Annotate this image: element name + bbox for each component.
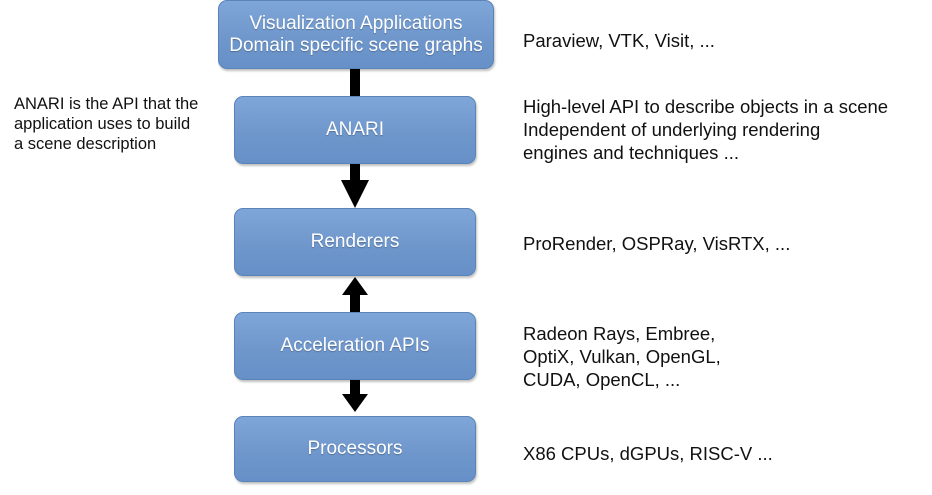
box-visualization-applications: Visualization Applications Domain specif… [218, 0, 494, 69]
description-line: Paraview, VTK, Visit, ... [523, 30, 715, 51]
arrow-anari-renderers-shaft [350, 164, 360, 180]
arrow-anari-renderers-head [341, 180, 369, 208]
description-processors: X86 CPUs, dGPUs, RISC-V ... [523, 442, 773, 465]
arrow-accel-renderers-shaft [350, 295, 360, 312]
box-anari: ANARI [234, 96, 476, 164]
note-line: ANARI is the API that the [14, 95, 199, 113]
box-label: Processors [307, 438, 403, 459]
note-line: a scene description [14, 135, 157, 153]
arrow-accel-renderers-head [342, 277, 368, 295]
description-line: engines and techniques ... [523, 142, 739, 163]
description-line: High-level API to describe objects in a … [523, 96, 889, 117]
arrow-accel-processors-head [342, 394, 368, 412]
anari-note: ANARI is the API that the application us… [14, 94, 198, 154]
description-visualization-applications: Paraview, VTK, Visit, ... [523, 29, 715, 52]
box-label: ANARI [325, 119, 385, 140]
box-renderers: Renderers [234, 208, 476, 276]
box-label: Renderers [310, 231, 400, 252]
arrow-accel-processors-shaft [350, 380, 360, 394]
description-line: OptiX, Vulkan, OpenGL, [523, 346, 721, 367]
description-anari: High-level API to describe objects in a … [523, 95, 888, 164]
connector-apps-anari [350, 68, 360, 96]
description-renderers: ProRender, OSPRay, VisRTX, ... [523, 232, 790, 255]
note-line: application uses to build [14, 115, 191, 133]
box-label: Acceleration APIs [280, 335, 430, 356]
description-line: CUDA, OpenCL, ... [523, 369, 681, 390]
box-acceleration-apis: Acceleration APIs [234, 312, 476, 380]
description-line: ProRender, OSPRay, VisRTX, ... [523, 233, 791, 254]
box-label-line: Visualization Applications [249, 12, 463, 34]
description-line: Independent of underlying rendering [523, 119, 821, 140]
box-processors: Processors [234, 416, 476, 482]
box-label-line: Domain specific scene graphs [229, 34, 483, 56]
description-line: X86 CPUs, dGPUs, RISC-V ... [523, 443, 773, 464]
description-line: Radeon Rays, Embree, [523, 323, 716, 344]
description-acceleration-apis: Radeon Rays, Embree, OptiX, Vulkan, Open… [523, 322, 721, 391]
